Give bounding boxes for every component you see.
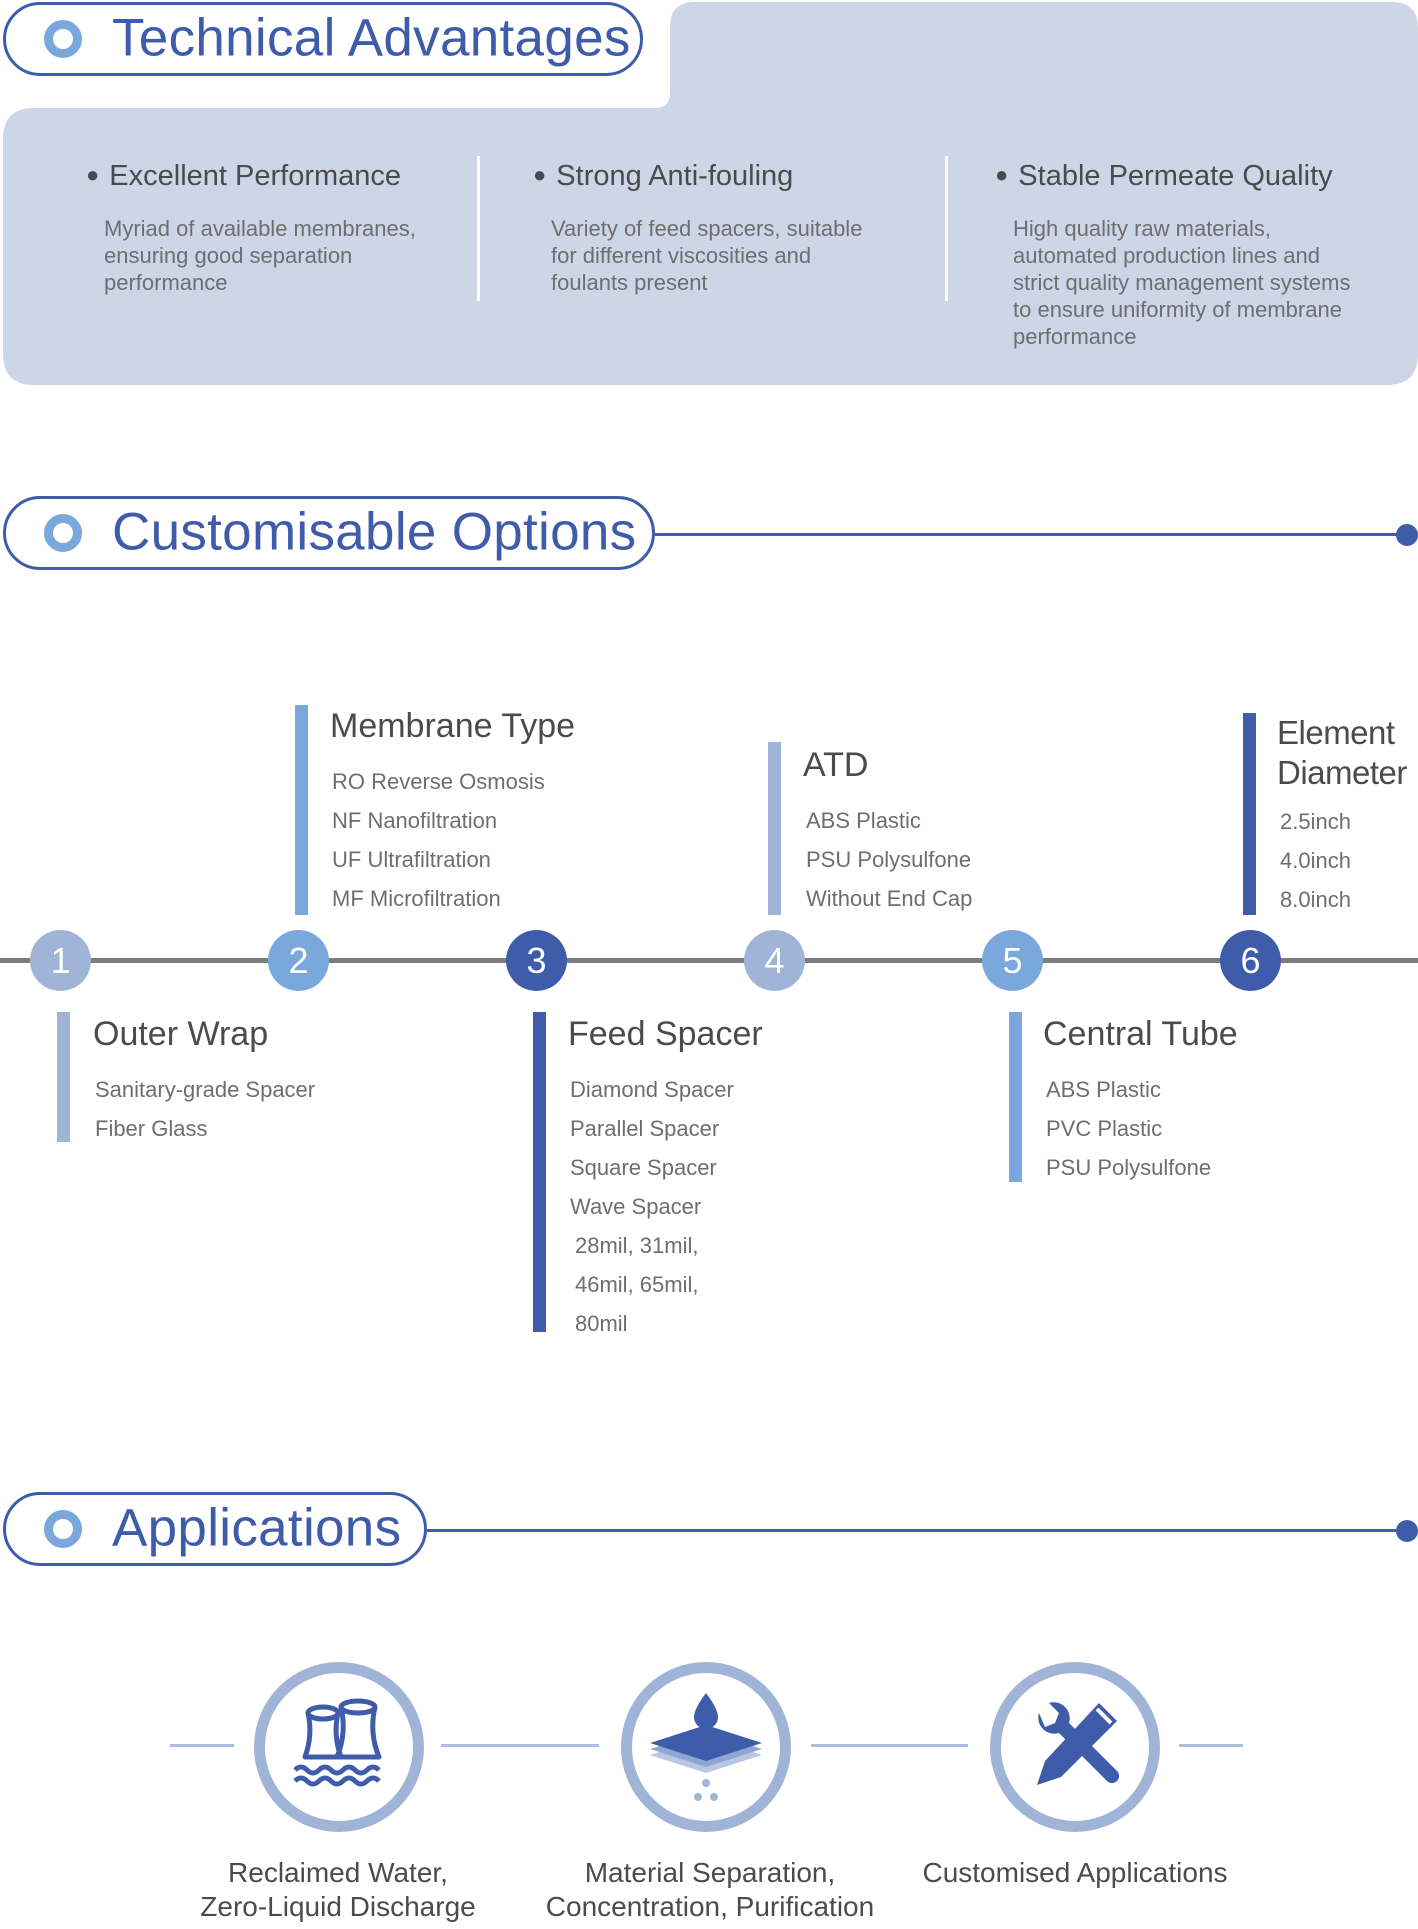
bullet-icon: ● (533, 162, 547, 187)
bullet-icon: ● (995, 162, 1009, 187)
option-item: 4.0inch (1280, 848, 1351, 873)
connector-dash (441, 1744, 599, 1747)
application-icon-circle (621, 1662, 791, 1832)
section-title: Customisable Options (112, 502, 637, 562)
section-divider-dot (1396, 524, 1418, 546)
advantage-description: Variety of feed spacers, suitable for di… (551, 216, 863, 295)
option-title: ATD (803, 746, 869, 784)
option-list: ABS Plastic PSU Polysulfone Without End … (806, 801, 972, 918)
technical-panel (3, 2, 1418, 385)
section-ring-icon (44, 1510, 82, 1548)
option-list: 2.5inch 4.0inch 8.0inch (1280, 802, 1351, 919)
application-label: Customised Applications (922, 1857, 1228, 1888)
cooling-tower-icon (293, 1698, 382, 1787)
option-bar (533, 1012, 546, 1332)
option-bar (295, 705, 308, 915)
advantage-heading: Excellent Performance (109, 160, 402, 192)
timeline-line (0, 958, 1418, 963)
application-icon-circle (990, 1662, 1160, 1832)
option-title: Element Diameter (1277, 714, 1407, 791)
option-item: Square Spacer (570, 1155, 717, 1180)
connector-dash (1179, 1744, 1243, 1747)
option-item: 28mil, 31mil, (575, 1233, 699, 1258)
option-item: Without End Cap (806, 886, 973, 911)
connector-dash (811, 1744, 968, 1747)
option-item: PSU Polysulfone (1046, 1155, 1212, 1180)
option-item: ABS Plastic (806, 808, 921, 833)
option-item: RO Reverse Osmosis (332, 769, 545, 794)
option-list: RO Reverse Osmosis NF Nanofiltration UF … (332, 762, 545, 918)
advantage-description: Myriad of available membranes, ensuring … (104, 216, 416, 295)
option-item: PSU Polysulfone (806, 847, 972, 872)
option-title: Central Tube (1043, 1015, 1238, 1053)
option-item: NF Nanofiltration (332, 808, 498, 833)
section-title: Technical Advantages (112, 8, 631, 68)
option-title: Feed Spacer (568, 1015, 763, 1053)
timeline-node-5: 5 (982, 930, 1043, 991)
section-ring-icon (44, 20, 82, 58)
timeline-node-3: 3 (506, 930, 567, 991)
option-item: ABS Plastic (1046, 1077, 1161, 1102)
option-bar (1243, 713, 1256, 915)
advantage-heading: Stable Permeate Quality (1018, 160, 1333, 192)
bullet-icon: ● (86, 162, 100, 187)
timeline-node-4: 4 (744, 930, 805, 991)
application-label: Reclaimed Water, Zero-Liquid Discharge (200, 1857, 476, 1922)
option-bar (57, 1012, 70, 1142)
option-bar (768, 742, 781, 915)
customisable-options-header: Customisable Options (3, 496, 655, 570)
section-divider-line (427, 1529, 1400, 1532)
option-item: Wave Spacer (570, 1194, 702, 1219)
option-item: PVC Plastic (1046, 1116, 1163, 1141)
advantage-heading: Strong Anti-fouling (556, 160, 794, 192)
option-bar (1009, 1012, 1022, 1182)
option-item: 46mil, 65mil, (575, 1272, 699, 1297)
advantage-item: ● Excellent Performance Myriad of availab… (86, 160, 416, 296)
option-list: Sanitary-grade Spacer Fiber Glass (95, 1070, 315, 1148)
membrane-layers-icon (650, 1693, 762, 1801)
column-divider (945, 156, 948, 301)
option-item: 2.5inch (1280, 809, 1351, 834)
tools-icon (1037, 1702, 1120, 1785)
option-item: Parallel Spacer (570, 1116, 720, 1141)
connector-dash (170, 1744, 234, 1747)
option-item: Diamond Spacer (570, 1077, 734, 1102)
application-icon-circle (254, 1662, 424, 1832)
section-ring-icon (44, 514, 82, 552)
option-item: 80mil (575, 1311, 628, 1336)
section-divider-line (655, 533, 1400, 536)
advantage-item: ● Stable Permeate Quality High quality ra… (995, 160, 1350, 350)
advantage-description: High quality raw materials, automated pr… (1013, 216, 1351, 349)
option-list: ABS Plastic PVC Plastic PSU Polysulfone (1046, 1070, 1211, 1187)
option-title: Outer Wrap (93, 1015, 269, 1053)
option-item: Fiber Glass (95, 1116, 208, 1141)
section-title: Applications (112, 1498, 402, 1558)
option-item: 8.0inch (1280, 887, 1351, 912)
technical-advantages-header: Technical Advantages (3, 2, 643, 76)
option-item: Sanitary-grade Spacer (95, 1077, 316, 1102)
option-title: Membrane Type (330, 707, 576, 745)
timeline-node-1: 1 (30, 930, 91, 991)
option-list: Diamond Spacer Parallel Spacer Square Sp… (570, 1070, 734, 1343)
application-label: Material Separation, Concentration, Puri… (545, 1857, 875, 1922)
section-divider-dot (1396, 1520, 1418, 1542)
timeline-node-2: 2 (268, 930, 329, 991)
applications-header: Applications (3, 1492, 427, 1566)
advantage-item: ● Strong Anti-fouling Variety of feed spa… (533, 160, 862, 296)
option-item: MF Microfiltration (332, 886, 501, 911)
option-item: UF Ultrafiltration (332, 847, 491, 872)
column-divider (477, 156, 480, 301)
timeline-node-6: 6 (1220, 930, 1281, 991)
